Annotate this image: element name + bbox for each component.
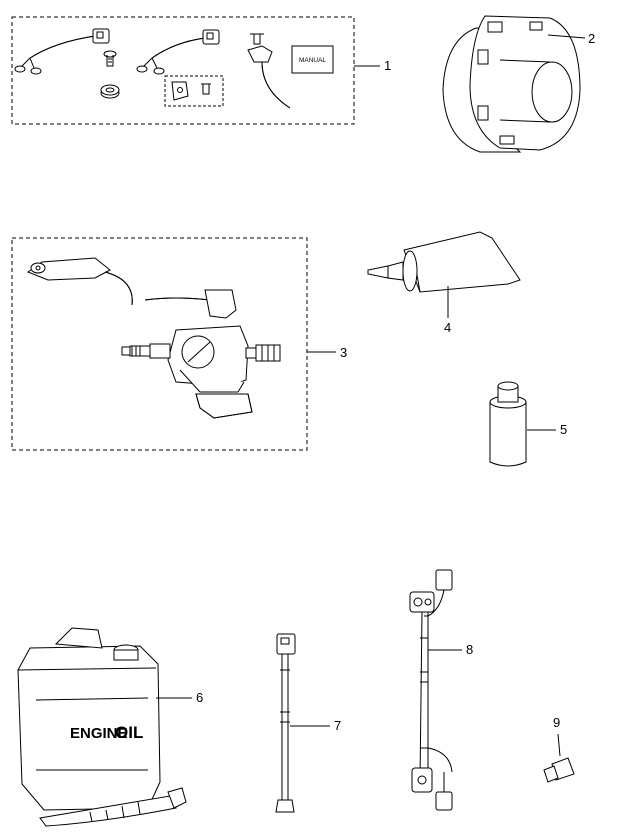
- part-7-cable: 7: [275, 633, 341, 813]
- callout-9: 9: [553, 715, 560, 730]
- owners-manual: MANUAL: [291, 45, 334, 74]
- callout-6: 6: [196, 690, 203, 705]
- part-2-spool: 2: [442, 15, 595, 153]
- hose-fitting: [247, 33, 291, 109]
- screw-and-grommet: [100, 50, 120, 99]
- callout-5: 5: [560, 422, 567, 437]
- part-3-valve-kit: 3: [11, 237, 347, 451]
- part-4-grease-tube: 4: [367, 231, 521, 335]
- callout-8: 8: [466, 642, 473, 657]
- manual-label: MANUAL: [299, 57, 326, 64]
- callout-3: 3: [340, 345, 347, 360]
- callout-1: 1: [384, 58, 391, 73]
- callout-2: 2: [588, 31, 595, 46]
- kit-1-dashed-border: [11, 16, 355, 125]
- part-5-bottle: 5: [489, 381, 567, 467]
- leader-9: [557, 733, 561, 757]
- oil-label: OIL: [115, 723, 143, 742]
- part-1-kit: MANUAL 1: [11, 16, 391, 125]
- callout-7: 7: [334, 718, 341, 733]
- kit-3-dashed-border: [11, 237, 308, 451]
- engine-label: ENGINE: [70, 725, 128, 742]
- wire-harness-a: [14, 28, 110, 75]
- part-8-harness: 8: [409, 569, 473, 811]
- part-6-oil-jug: ENGINE OIL 6: [17, 627, 203, 827]
- part-9-fitting: 9: [543, 715, 575, 783]
- callout-4: 4: [444, 320, 451, 335]
- bracket-subkit: [164, 75, 224, 107]
- wire-harness-b: [136, 29, 220, 75]
- leader-2: [547, 34, 586, 39]
